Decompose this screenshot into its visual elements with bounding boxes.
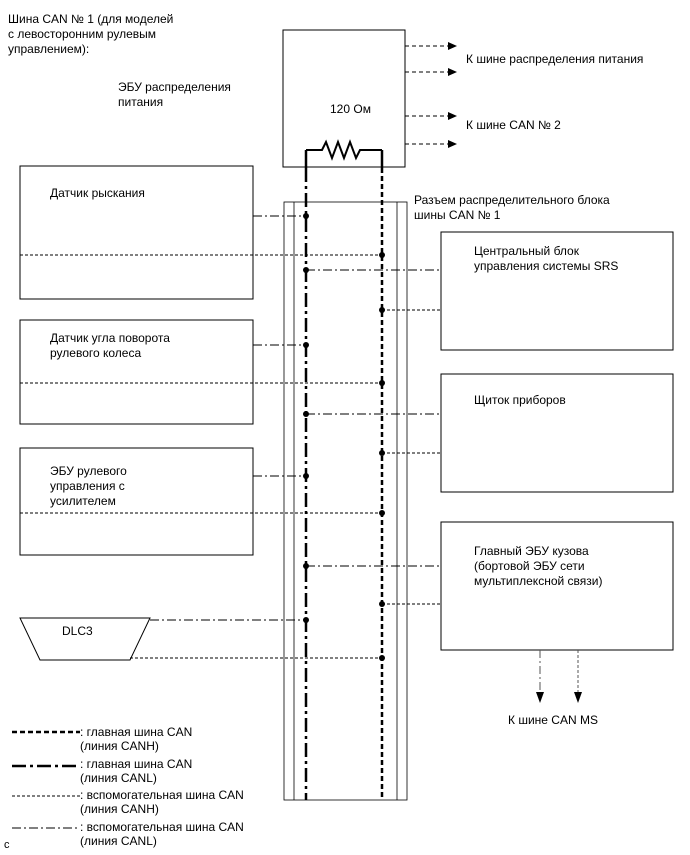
- sub-canl-branches: [150, 215, 441, 621]
- eps-ecu-box: [19, 447, 254, 556]
- resistor-label: 120 Ом: [330, 102, 371, 116]
- power-ecu-output-arrows: [405, 45, 448, 145]
- legend-text-main-canl: : главная шина CAN (линия CANL): [80, 757, 193, 785]
- power-ecu-arrowheads: [448, 42, 457, 148]
- legend-text-main-canh: : главная шина CAN (линия CANH): [80, 725, 193, 753]
- ms-bus-arrowhead-left: [536, 692, 544, 703]
- dlc3-connector: [19, 617, 151, 661]
- can2-bus-label: К шине CAN № 2: [466, 118, 561, 132]
- junction-connector-box: [283, 201, 408, 801]
- ms-bus-arrowhead-right: [574, 692, 582, 703]
- eps-ecu-label: ЭБУ рулевого управления с усилителем: [50, 464, 127, 508]
- srs-unit-box: [440, 231, 674, 351]
- srs-unit-label: Центральный блок управления системы SRS: [474, 244, 619, 273]
- body-ecu-box: [440, 521, 674, 651]
- yaw-sensor-label: Датчик рыскания: [50, 186, 145, 200]
- steer-angle-sensor-box: [19, 319, 254, 425]
- power-distribution-bus-label: К шине распределения питания: [466, 52, 644, 66]
- junction-dots: [303, 213, 385, 661]
- steer-angle-sensor-label: Датчик угла поворота рулевого колеса: [50, 331, 170, 360]
- meter-label: Щиток приборов: [474, 393, 566, 407]
- legend-text-sub-canl: : вспомогательная шина CAN (линия CANL): [80, 820, 244, 848]
- resistor-120-ohm: [306, 139, 382, 161]
- diagram-title: Шина CAN № 1 (для моделей с левосторонни…: [8, 12, 174, 56]
- ms-bus-label: К шине CAN MS: [508, 713, 598, 727]
- body-ecu-label: Главный ЭБУ кузова (бортовой ЭБУ сети му…: [474, 544, 603, 588]
- sub-canh-branches: [20, 254, 441, 659]
- yaw-sensor-box: [19, 165, 254, 300]
- power-ecu-label: ЭБУ распределения питания: [118, 80, 231, 109]
- power-ecu-box: [282, 29, 406, 168]
- dlc3-label: DLC3: [62, 624, 93, 638]
- corner-mark: c: [4, 839, 10, 851]
- legend-text-sub-canh: : вспомогательная шина CAN (линия CANH): [80, 788, 244, 816]
- junction-connector-label: Разъем распределительного блока шины CAN…: [414, 193, 610, 222]
- meter-box: [440, 373, 674, 493]
